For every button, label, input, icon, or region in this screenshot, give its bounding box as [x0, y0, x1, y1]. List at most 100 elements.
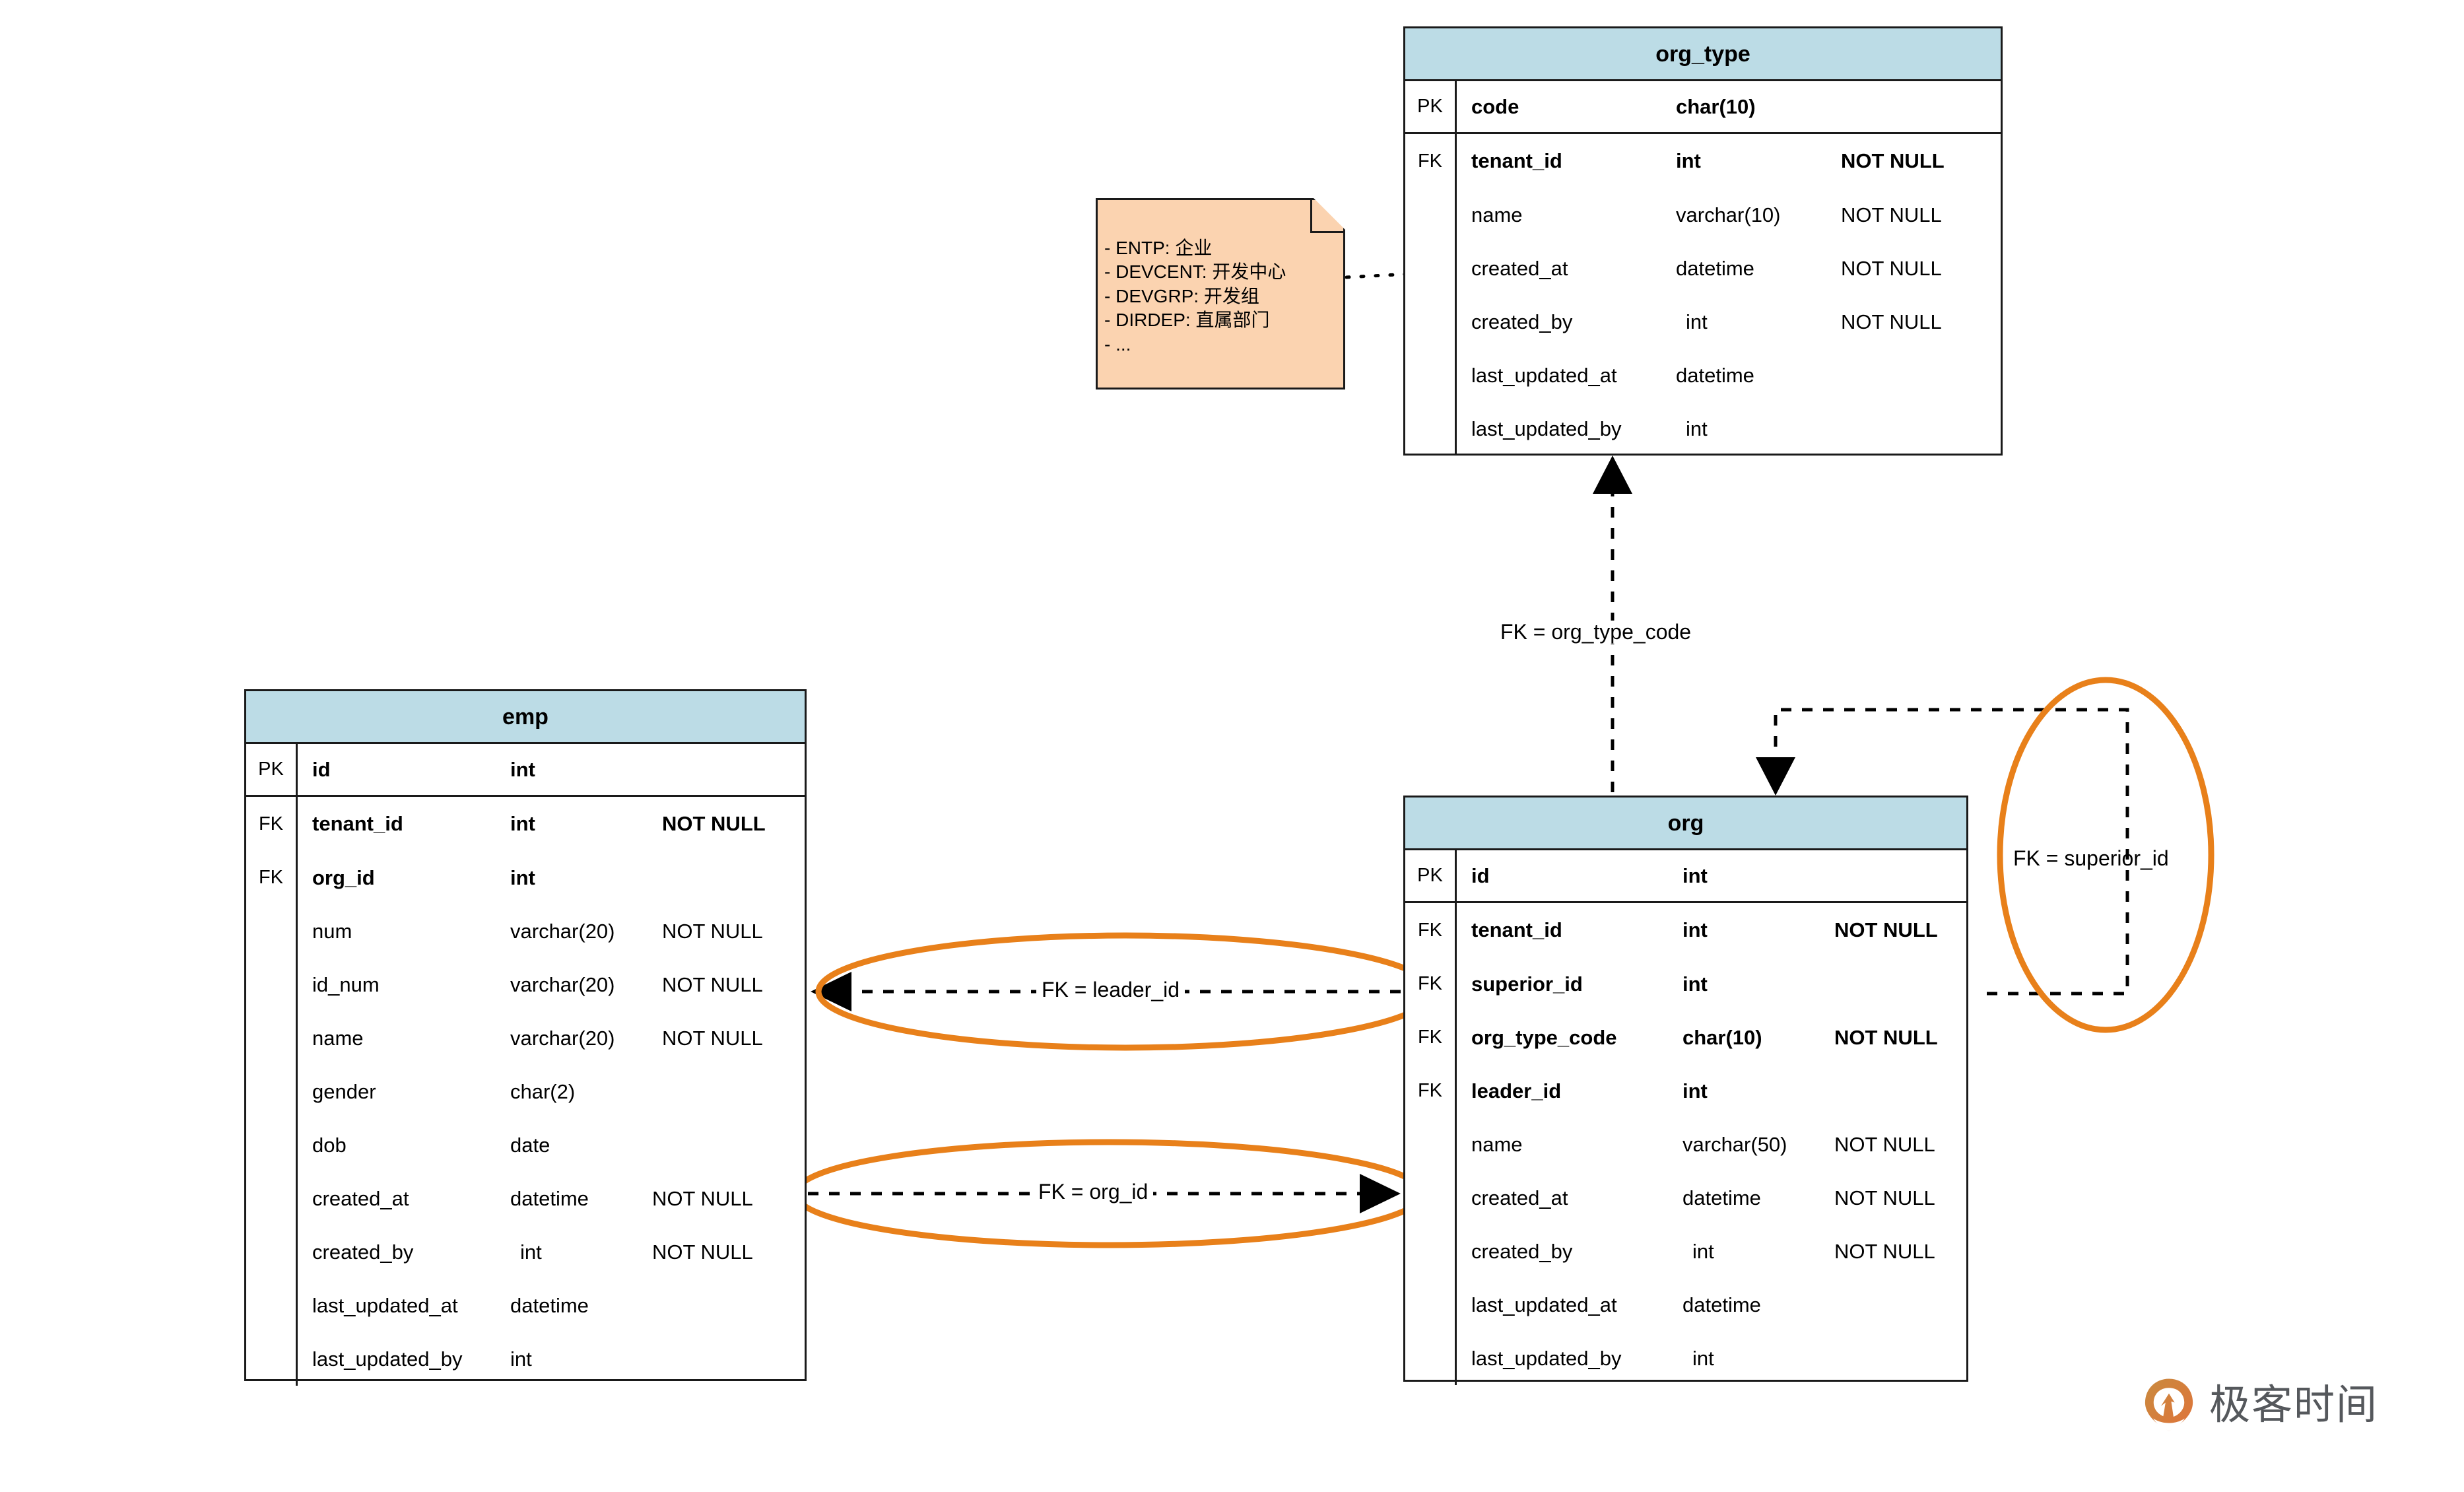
column-type: datetime	[1676, 256, 1754, 280]
column-type: int	[1682, 864, 1708, 887]
column-nullability: NOT NULL	[1834, 1239, 1935, 1263]
column-type: datetime	[510, 1186, 589, 1210]
key-badge: FK	[246, 851, 298, 904]
table-row[interactable]: num varchar(20) NOT NULL	[246, 904, 805, 958]
column-name: org_id	[312, 865, 375, 889]
column-type: int	[510, 812, 535, 835]
key-badge: FK	[1405, 134, 1457, 188]
column-name: tenant_id	[1471, 918, 1562, 941]
column-name: last_updated_by	[312, 1347, 463, 1371]
column-nullability: NOT NULL	[662, 812, 766, 835]
column-name: name	[1471, 1132, 1523, 1156]
key-badge	[246, 1332, 298, 1386]
relationship-label-superior-id: FK = superior_id	[2013, 846, 2169, 870]
column-type: int	[510, 865, 535, 889]
column-nullability: NOT NULL	[1841, 256, 1942, 280]
column-name: last_updated_by	[1471, 417, 1622, 440]
column-name: id	[1471, 864, 1490, 887]
column-type: char(2)	[510, 1079, 576, 1103]
column-type: int	[510, 757, 535, 781]
column-type: int	[1692, 1346, 1714, 1370]
table-row[interactable]: FK org_type_code char(10) NOT NULL	[1405, 1011, 1966, 1064]
table-row[interactable]: created_at datetime NOT NULL	[1405, 242, 2001, 295]
column-nullability: NOT NULL	[1834, 1186, 1935, 1209]
table-row[interactable]: FK tenant_id int NOT NULL	[246, 797, 805, 851]
column-type: int	[1682, 1079, 1708, 1102]
table-row[interactable]: id_num varchar(20) NOT NULL	[246, 958, 805, 1011]
entity-title-org-type: org_type	[1405, 28, 2001, 81]
table-row[interactable]: FK superior_id int	[1405, 957, 1966, 1011]
column-type: int	[520, 1240, 542, 1264]
column-type: int	[1686, 310, 1708, 333]
key-badge	[1405, 1171, 1457, 1225]
column-name: created_by	[1471, 1239, 1573, 1263]
table-row[interactable]: last_updated_at datetime	[1405, 1278, 1966, 1332]
relationship-label-leader-id: FK = leader_id	[1036, 978, 1185, 1002]
column-name: last_updated_at	[1471, 1293, 1617, 1316]
key-badge	[246, 1065, 298, 1118]
column-name: id	[312, 757, 331, 781]
table-row[interactable]: last_updated_at datetime	[246, 1279, 805, 1332]
column-type: char(10)	[1676, 94, 1756, 118]
column-type: datetime	[1676, 363, 1754, 387]
table-row[interactable]: PK id int	[246, 744, 805, 797]
table-row[interactable]: last_updated_by int	[246, 1332, 805, 1386]
table-row[interactable]: name varchar(50) NOT NULL	[1405, 1118, 1966, 1171]
table-row[interactable]: PK code char(10)	[1405, 81, 2001, 134]
table-row[interactable]: created_at datetime NOT NULL	[1405, 1171, 1966, 1225]
table-row[interactable]: FK tenant_id int NOT NULL	[1405, 903, 1966, 957]
table-row[interactable]: last_updated_by int	[1405, 1332, 1966, 1385]
table-row[interactable]: last_updated_at datetime	[1405, 349, 2001, 402]
key-badge: PK	[1405, 81, 1457, 132]
table-row[interactable]: created_at datetime NOT NULL	[246, 1172, 805, 1225]
column-type: int	[1676, 149, 1701, 172]
column-nullability: NOT NULL	[662, 1026, 763, 1050]
column-nullability: NOT NULL	[1834, 1132, 1935, 1156]
table-row[interactable]: last_updated_by int	[1405, 402, 2001, 456]
note-org-type-codes[interactable]: - ENTP: 企业 - DEVCENT: 开发中心 - DEVGRP: 开发组…	[1096, 198, 1345, 390]
table-row[interactable]: dob date	[246, 1118, 805, 1172]
table-row[interactable]: gender char(2)	[246, 1065, 805, 1118]
note-line: - DEVCENT: 开发中心	[1104, 261, 1286, 283]
table-row[interactable]: created_by int NOT NULL	[1405, 1225, 1966, 1278]
note-fold-corner	[1310, 200, 1343, 233]
entity-emp[interactable]: emp PK id int FK tenant_id int NOT NULL …	[244, 689, 807, 1386]
key-badge	[246, 904, 298, 958]
column-type: char(10)	[1682, 1025, 1762, 1049]
note-line: - DIRDEP: 直属部门	[1104, 310, 1270, 331]
key-badge	[1405, 1332, 1457, 1385]
table-row[interactable]: FK org_id int	[246, 851, 805, 904]
table-row[interactable]: name varchar(10) NOT NULL	[1405, 188, 2001, 242]
column-name: superior_id	[1471, 972, 1583, 996]
key-badge	[1405, 188, 1457, 242]
column-name: created_at	[1471, 1186, 1568, 1209]
column-type: int	[1686, 417, 1708, 440]
relationship-label-org-type-code: FK = org_type_code	[1495, 620, 1697, 644]
column-nullability: NOT NULL	[662, 972, 763, 996]
table-row[interactable]: created_by int NOT NULL	[246, 1225, 805, 1279]
column-type: int	[1682, 918, 1708, 941]
column-list-emp: PK id int FK tenant_id int NOT NULL FK o…	[246, 744, 805, 1386]
column-name: name	[1471, 203, 1523, 226]
column-type: varchar(10)	[1676, 203, 1781, 226]
column-type: datetime	[1682, 1293, 1761, 1316]
key-badge	[1405, 349, 1457, 402]
column-type: varchar(20)	[510, 919, 615, 943]
key-badge: FK	[1405, 1064, 1457, 1118]
column-name: org_type_code	[1471, 1025, 1617, 1049]
column-name: tenant_id	[312, 812, 403, 835]
column-nullability: NOT NULL	[1841, 310, 1942, 333]
geektime-logo-icon	[2141, 1376, 2197, 1433]
column-name: id_num	[312, 972, 380, 996]
table-row[interactable]: created_by int NOT NULL	[1405, 295, 2001, 349]
table-row[interactable]: PK id int	[1405, 850, 1966, 903]
note-connector	[1345, 272, 1411, 279]
column-list-org-type: PK code char(10) FK tenant_id int NOT NU…	[1405, 81, 2001, 456]
table-row[interactable]: name varchar(20) NOT NULL	[246, 1011, 805, 1065]
table-row[interactable]: FK leader_id int	[1405, 1064, 1966, 1118]
entity-org[interactable]: org PK id int FK tenant_id int NOT NULL …	[1403, 796, 1968, 1385]
key-badge	[1405, 402, 1457, 456]
table-row[interactable]: FK tenant_id int NOT NULL	[1405, 134, 2001, 188]
entity-org-type[interactable]: org_type PK code char(10) FK tenant_id i…	[1403, 26, 2003, 456]
column-name: created_by	[312, 1240, 414, 1264]
